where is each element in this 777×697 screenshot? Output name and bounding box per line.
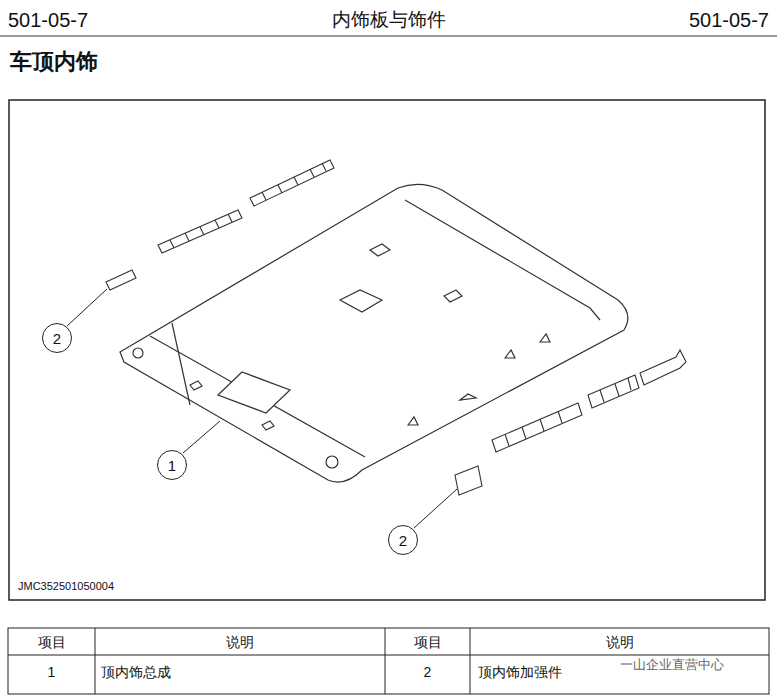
table-header: 项目	[414, 634, 442, 651]
reinforcements	[106, 160, 686, 495]
callout-circle: 2	[388, 525, 418, 555]
table-header: 说明	[606, 634, 634, 651]
opening	[444, 290, 462, 302]
header-rule	[0, 36, 777, 37]
dome-light-opening	[340, 290, 382, 312]
table-header: 项目	[38, 634, 66, 651]
page-title: 车顶内饰	[10, 47, 98, 77]
headliner-edge	[172, 323, 190, 405]
reinforcement-teeth	[170, 214, 232, 248]
headliner-edge	[405, 200, 600, 320]
opening	[190, 381, 202, 390]
table-rule	[385, 628, 386, 694]
hole	[326, 456, 338, 468]
callout-number: 1	[168, 457, 176, 474]
watermark: 一山企业直营中心	[620, 657, 724, 673]
sunroof-opening	[218, 372, 290, 413]
reinforcement-teeth	[600, 378, 631, 402]
reinforcement	[588, 375, 639, 408]
opening	[262, 421, 274, 430]
clip	[408, 334, 550, 425]
figure-frame	[9, 100, 765, 600]
callout-number: 2	[399, 532, 407, 549]
page-number: 501-05-7	[8, 8, 88, 32]
reinforcement	[250, 160, 334, 206]
table-cell: 1	[48, 664, 56, 681]
parts-table	[8, 628, 769, 694]
reinforcement	[492, 403, 582, 452]
headliner-edge	[150, 336, 365, 457]
table-cell: 顶内饰总成	[101, 664, 171, 681]
leader-line	[67, 289, 107, 326]
reinforcement	[455, 466, 482, 495]
headliner	[120, 184, 628, 482]
reinforcement	[640, 350, 686, 385]
table-cell: 2	[424, 664, 432, 681]
section-title: 内饰板与饰件	[332, 8, 446, 31]
opening	[370, 244, 390, 256]
leader-lines	[67, 289, 457, 528]
table-rule	[470, 628, 471, 694]
page-number: 501-05-7	[689, 8, 769, 32]
table-border	[8, 628, 769, 694]
headliner-panel	[120, 184, 628, 482]
hole	[133, 348, 143, 358]
leader-line	[183, 421, 220, 453]
reinforcement	[158, 210, 242, 253]
callout-circle: 1	[157, 450, 187, 480]
leader-line	[414, 489, 457, 528]
figure-code: JMC352501050004	[18, 580, 114, 593]
callout-circle: 2	[42, 323, 72, 353]
callout-number: 2	[53, 330, 61, 347]
table-rule	[8, 655, 769, 656]
table-rule	[95, 628, 96, 694]
table-cell: 顶内饰加强件	[478, 664, 562, 681]
reinforcement-teeth	[505, 411, 562, 446]
reinforcement-teeth	[262, 163, 326, 200]
reinforcement	[106, 270, 136, 290]
table-header: 说明	[226, 634, 254, 651]
